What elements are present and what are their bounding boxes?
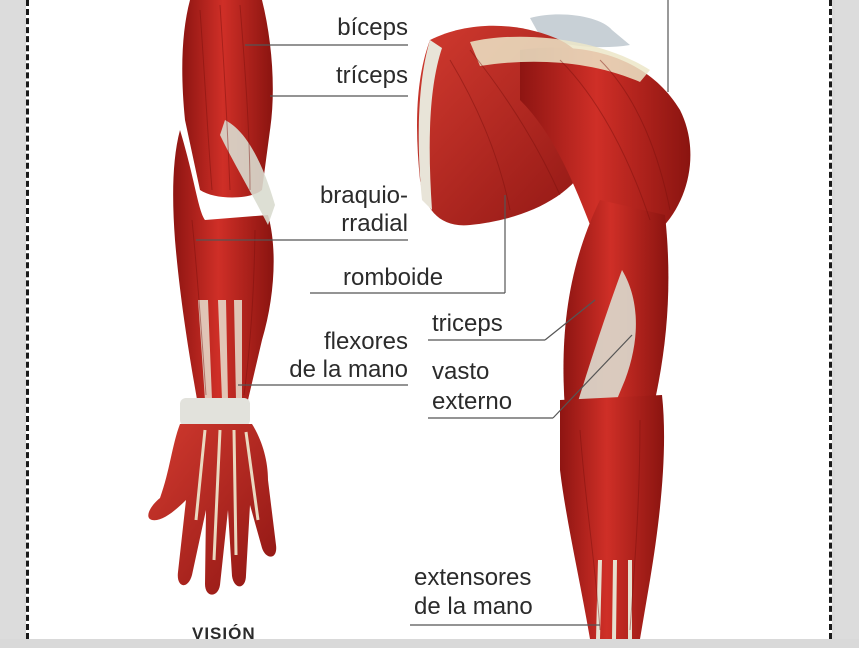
label-romboide: romboide bbox=[343, 264, 444, 291]
triceps-back-leader-d bbox=[544, 299, 596, 341]
label-braquio-line1: braquio- bbox=[319, 182, 408, 209]
front-fibers bbox=[191, 4, 256, 396]
back-arm bbox=[417, 14, 691, 639]
label-triceps-back: triceps bbox=[432, 310, 503, 337]
label-biceps: bíceps bbox=[337, 14, 408, 41]
label-extensores-line2: de la mano bbox=[414, 593, 533, 620]
front-forearm bbox=[173, 130, 274, 405]
wrist-band bbox=[180, 398, 250, 426]
back-wrist-tendons bbox=[596, 559, 632, 639]
wrist-tendons bbox=[198, 300, 242, 400]
label-triceps-front: tríceps bbox=[335, 62, 408, 89]
vasto-leader-d bbox=[552, 334, 633, 419]
hand-tendons bbox=[194, 429, 260, 561]
back-forearm bbox=[560, 395, 665, 639]
triceps-tendon bbox=[572, 270, 636, 440]
right-margin bbox=[835, 0, 859, 639]
left-margin bbox=[0, 0, 24, 639]
back-fibers bbox=[449, 49, 671, 631]
scapula-edge bbox=[418, 40, 442, 210]
label-vision: VISIÓN bbox=[192, 624, 256, 643]
deltoid-muscle bbox=[520, 47, 691, 250]
label-braquio-line2: rradial bbox=[341, 210, 408, 237]
label-vasto-line2: externo bbox=[432, 388, 513, 415]
front-hand bbox=[148, 424, 277, 595]
label-flexores-line1: flexores bbox=[323, 328, 408, 355]
leader-lines bbox=[196, 0, 669, 626]
front-arm bbox=[148, 0, 277, 595]
label-vasto-line1: vasto bbox=[432, 358, 490, 385]
brachioradialis-tendon bbox=[220, 120, 275, 225]
label-extensores-line1: extensores bbox=[414, 564, 532, 591]
shoulder-cap bbox=[470, 36, 650, 82]
label-flexores-line2: de la mano bbox=[289, 356, 408, 383]
